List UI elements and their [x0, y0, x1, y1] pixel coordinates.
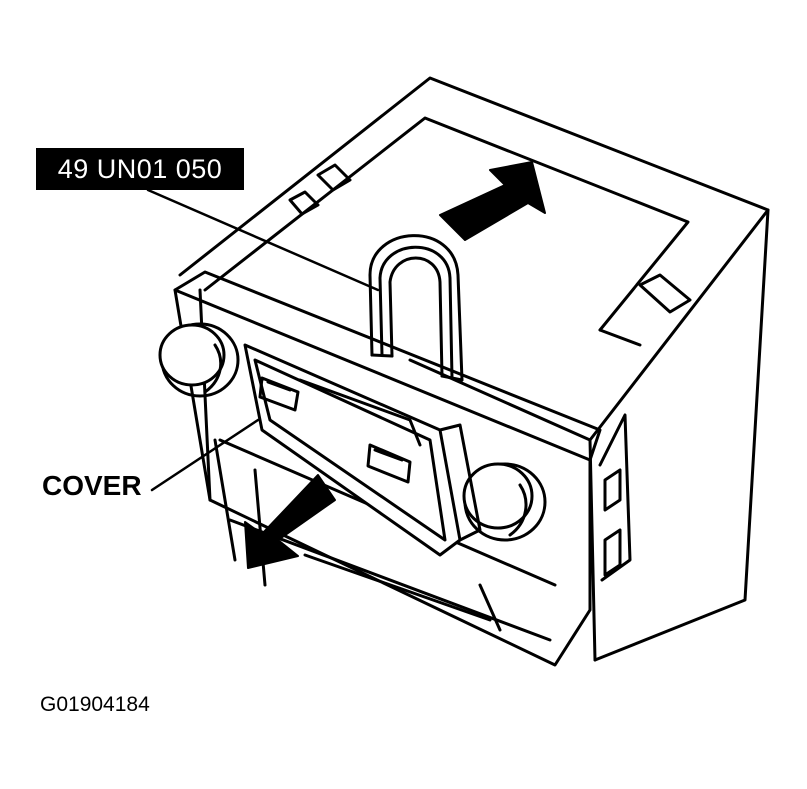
remove-direction-arrow-icon	[244, 474, 336, 569]
cover-label: COVER	[42, 470, 142, 501]
knob-icon	[462, 462, 547, 542]
pull-direction-arrow-icon	[439, 161, 546, 241]
tool-number-label: 49 UN01 050	[36, 148, 244, 190]
tool-hook-icon	[368, 234, 464, 382]
unit-front-panel	[173, 270, 602, 667]
cover-label-leader	[150, 418, 260, 492]
tool-label-leader	[146, 188, 380, 292]
unit-side-face	[588, 208, 770, 662]
cover-part	[243, 343, 482, 557]
figure-id: G01904184	[40, 693, 150, 716]
knob-icon	[158, 322, 240, 398]
